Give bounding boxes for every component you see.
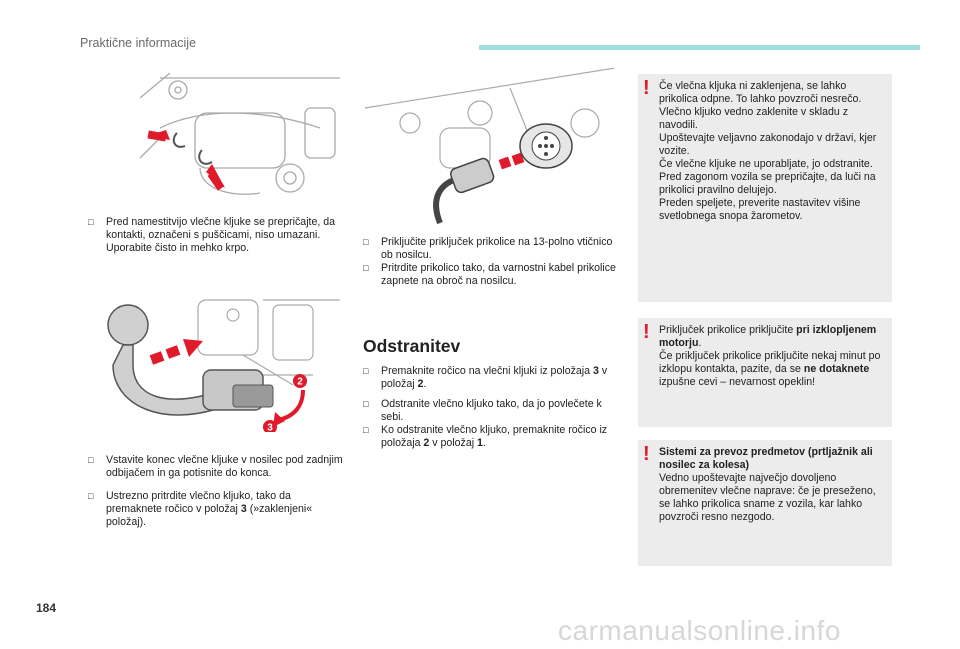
square-bullet-icon: □: [363, 399, 369, 409]
instruction-text: .: [482, 437, 486, 449]
instruction-connect-plug: □ Priključite priključek prikolice na 13…: [363, 236, 623, 262]
watermark: carmanualsonline.info: [558, 615, 841, 646]
warning-text: Vedno upoštevajte največjo dovoljeno obr…: [659, 472, 876, 523]
warning-text-part: izpušne cevi – nevarnost opeklin!: [659, 376, 816, 388]
position-number: 2: [417, 378, 424, 390]
instruction-text: Ustrezno pritrdite vlečno kljuko, tako d…: [106, 490, 291, 515]
column-1-lower: □ Vstavite konec vlečne kljuke v nosilec…: [88, 454, 343, 536]
warning-bold-text: ne dotaknete: [803, 363, 870, 375]
exclamation-icon: !: [643, 443, 650, 465]
instruction-text: Ko odstranite vlečno kljuko, premaknite …: [381, 424, 608, 449]
instruction-text: Odstranite vlečno kljuko tako, da jo pov…: [381, 398, 602, 423]
instruction-clean-contacts: □ Pred namestitvijo vlečne kljuke se pre…: [88, 216, 343, 255]
callout-2: 2: [297, 377, 303, 388]
figure-socket: [360, 68, 615, 228]
square-bullet-icon: □: [363, 237, 369, 247]
instruction-safety-cable: □ Pritrdite prikolico tako, da varnostni…: [363, 262, 623, 288]
instruction-text: Pritrdite prikolico tako, da varnostni k…: [381, 262, 616, 287]
warning-text-part: . Če priključek prikolice priključite ne…: [659, 337, 881, 375]
callout-3: 3: [267, 423, 273, 433]
warning-text: Če vlečna kljuka ni zaklenjena, se lahko…: [659, 80, 877, 222]
warning-title: Sistemi za prevoz predmetov (prtljažnik …: [659, 446, 873, 471]
instruction-text: v položaj: [429, 437, 478, 449]
section-title: Praktične informacije: [80, 36, 197, 50]
figure-contacts: [140, 68, 340, 205]
warning-box-engine-off: ! Priključek prikolice priključite pri i…: [638, 318, 892, 427]
removal-heading: Odstranitev: [363, 336, 461, 356]
instruction-text: Premaknite ročico na vlečni kljuki iz po…: [381, 365, 593, 377]
position-number: 2: [423, 437, 430, 449]
removal-step-2: □ Odstranite vlečno kljuko tako, da jo p…: [363, 398, 623, 424]
instruction-text: Vstavite konec vlečne kljuke v nosilec p…: [106, 454, 343, 479]
removal-section: Odstranitev □ Premaknite ročico na vlečn…: [363, 336, 623, 457]
square-bullet-icon: □: [363, 425, 369, 435]
warning-box-lock: ! Če vlečna kljuka ni zaklenjena, se lah…: [638, 74, 892, 302]
header-accent-bar: [479, 45, 920, 50]
warning-box-carriers: ! Sistemi za prevoz predmetov (prtljažni…: [638, 440, 892, 566]
instruction-text: Priključite priključek prikolice na 13-p…: [381, 236, 613, 261]
square-bullet-icon: □: [88, 217, 94, 227]
instruction-lock-hook: □ Ustrezno pritrdite vlečno kljuko, tako…: [88, 490, 343, 529]
column-2: □ Priključite priključek prikolice na 13…: [363, 236, 623, 295]
column-1: □ Pred namestitvijo vlečne kljuke se pre…: [88, 216, 343, 262]
instruction-text: Pred namestitvijo vlečne kljuke se prepr…: [106, 216, 336, 254]
figure-towball: 2 3: [93, 295, 340, 432]
position-number: 1: [477, 437, 483, 449]
square-bullet-icon: □: [363, 366, 369, 376]
instruction-insert-hook: □ Vstavite konec vlečne kljuke v nosilec…: [88, 454, 343, 480]
square-bullet-icon: □: [88, 455, 94, 465]
exclamation-icon: !: [643, 77, 650, 99]
exclamation-icon: !: [643, 321, 650, 343]
warning-bold-text: pri izklopljenem motorju: [659, 324, 877, 349]
instruction-text: v položaj: [381, 365, 608, 390]
position-number: 3: [592, 365, 599, 377]
instruction-text: .: [423, 378, 427, 390]
removal-step-1: □ Premaknite ročico na vlečni kljuki iz …: [363, 365, 623, 391]
removal-step-3: □ Ko odstranite vlečno kljuko, premaknit…: [363, 424, 623, 450]
warning-text-part: Priključek prikolice priključite: [659, 324, 797, 336]
warning-text: Priključek prikolice priključite pri izk…: [659, 324, 882, 389]
page-number: 184: [36, 601, 57, 615]
square-bullet-icon: □: [88, 491, 94, 501]
square-bullet-icon: □: [363, 263, 369, 273]
position-number: 3: [240, 503, 247, 515]
instruction-text: (»zaklenjeni« položaj).: [106, 503, 313, 528]
